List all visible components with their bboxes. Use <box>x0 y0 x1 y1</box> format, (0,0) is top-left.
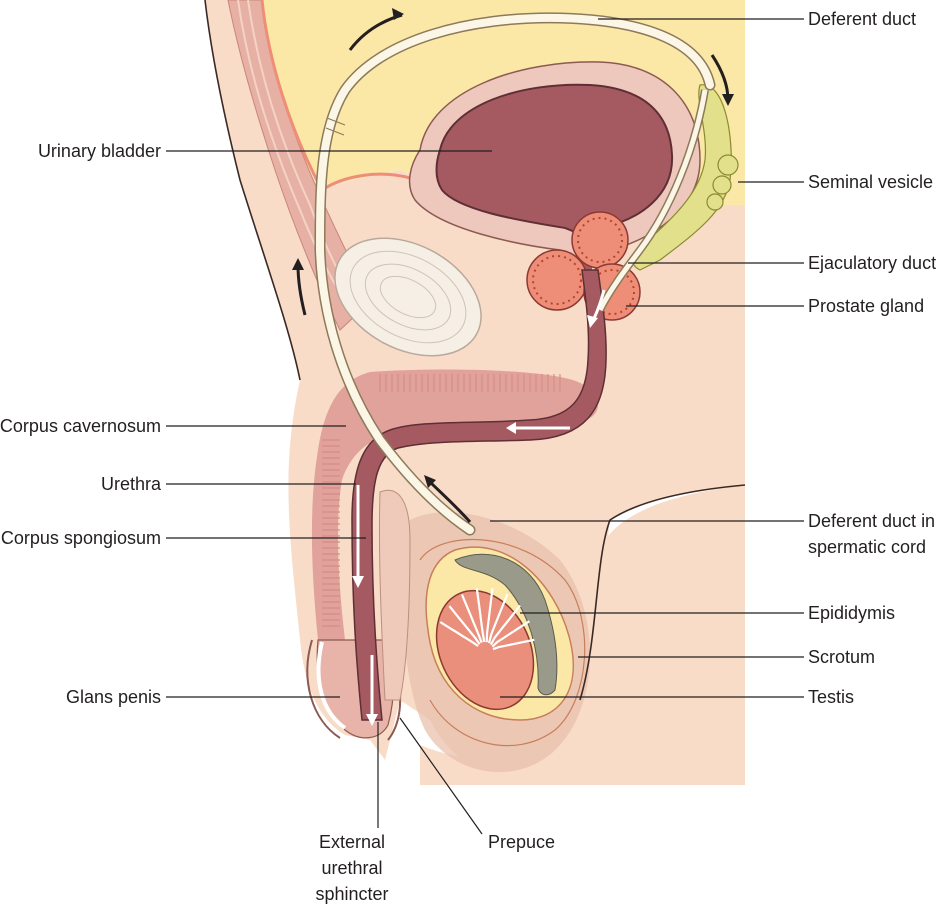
deferent-duct <box>314 12 716 536</box>
label-urinary-bladder: Urinary bladder <box>38 141 161 161</box>
leader-lines <box>166 18 804 835</box>
cavernosum-hatching <box>322 374 561 627</box>
seminal-vesicle <box>631 84 739 271</box>
lobule-line <box>489 604 521 646</box>
lobule-line <box>491 620 531 648</box>
lobule-line <box>439 621 479 647</box>
label-external-urethral-sphincter-line3: sphincter <box>315 884 388 904</box>
body-contour <box>204 0 301 381</box>
label-testis: Testis <box>808 687 854 707</box>
lobule-line <box>492 638 535 651</box>
lobule-line <box>460 594 483 644</box>
label-corpus-cavernosum: Corpus cavernosum <box>0 416 161 436</box>
label-ejaculatory-duct: Ejaculatory duct <box>808 253 936 273</box>
lobule-line <box>485 588 494 643</box>
label-prepuce: Prepuce <box>488 832 555 852</box>
pubic-symphysis <box>334 237 482 357</box>
label-deferent-duct: Deferent duct <box>808 9 916 29</box>
thigh <box>420 485 745 785</box>
seminiferous-lobules <box>439 588 535 651</box>
label-external-urethral-sphincter-line2: urethral <box>321 858 382 878</box>
label-scrotum: Scrotum <box>808 647 875 667</box>
lobule-line <box>448 605 481 645</box>
label-seminal-vesicle: Seminal vesicle <box>808 172 933 192</box>
labels: Deferent duct Urinary bladder Seminal ve… <box>0 9 936 904</box>
label-corpus-spongiosum: Corpus spongiosum <box>1 528 161 548</box>
label-urethra: Urethra <box>101 474 162 494</box>
label-external-urethral-sphincter-line1: External <box>319 832 385 852</box>
flow-arrows <box>292 8 734 726</box>
label-prostate-gland: Prostate gland <box>808 296 924 316</box>
testis-epididymis <box>419 538 586 747</box>
thigh-contour <box>579 484 746 701</box>
lobule-line <box>475 588 486 643</box>
lobule-line <box>487 593 509 644</box>
label-epididymis: Epididymis <box>808 603 895 623</box>
label-glans-penis: Glans penis <box>66 687 161 707</box>
label-deferent-duct-spermatic-cord-line2: spermatic cord <box>808 537 926 557</box>
label-deferent-duct-spermatic-cord-line1: Deferent duct in <box>808 511 935 531</box>
abdominal-wall <box>227 0 411 331</box>
